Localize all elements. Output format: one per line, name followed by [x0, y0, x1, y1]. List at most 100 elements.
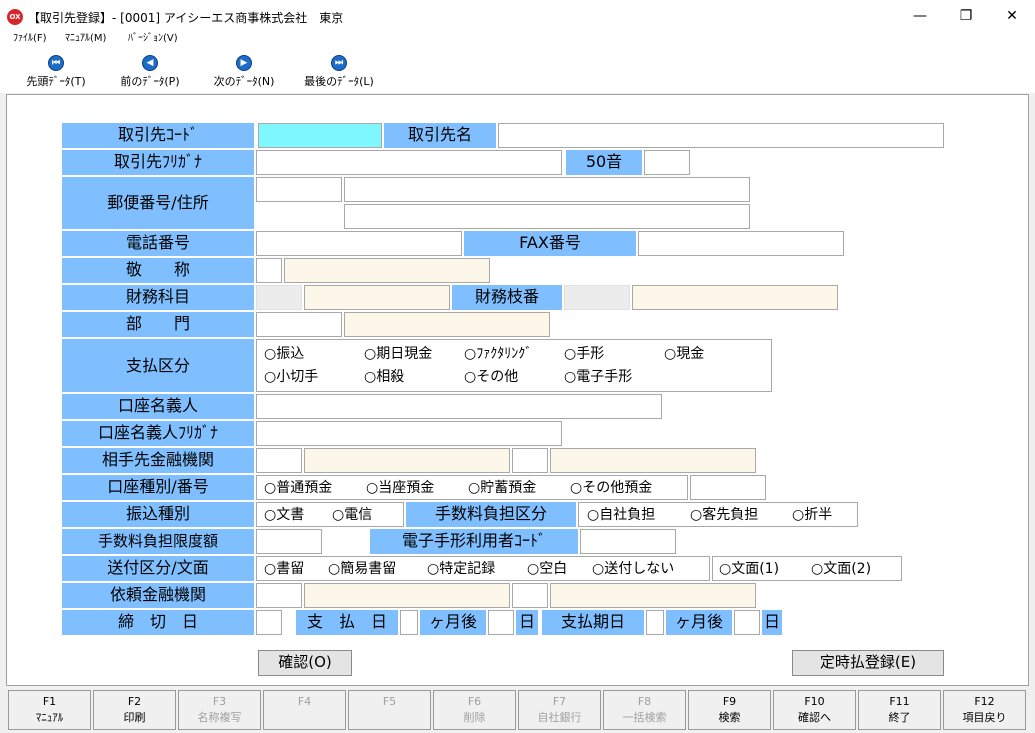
tel-input[interactable] [256, 231, 462, 256]
label-code: 取引先ｺｰﾄﾞ [62, 123, 254, 148]
payment-radio-ebill[interactable]: ○電子手形 [564, 369, 633, 385]
payment-type-group [256, 339, 772, 392]
label-pay-due: 支払期日 [542, 610, 644, 635]
payment-radio-cash[interactable]: ○現金 [664, 346, 705, 362]
account-radio-ordinary[interactable]: ○普通預金 [264, 480, 333, 496]
menu-file[interactable]: ﾌｧｲﾙ(F) [13, 33, 47, 44]
fee-radio-split[interactable]: ○折半 [792, 507, 833, 523]
account-radio-savings[interactable]: ○貯蓄預金 [468, 480, 537, 496]
account-number-input[interactable] [690, 475, 766, 500]
last-record-button[interactable]: ⏭ 最後のﾃﾞｰﾀ(L) [296, 51, 382, 91]
f4-button[interactable]: F4 [263, 690, 346, 730]
fee-burden-group [578, 502, 858, 527]
prev-record-icon: ◀ [142, 55, 158, 71]
label-fee-limit: 手数料負担限度額 [62, 529, 254, 554]
fax-input[interactable] [638, 231, 844, 256]
due-month-input[interactable] [646, 610, 664, 635]
last-record-icon: ⏭ [331, 55, 347, 71]
closing-day-input[interactable] [256, 610, 282, 635]
transfer-radio-document[interactable]: ○文書 [264, 507, 305, 523]
payment-radio-other[interactable]: ○その他 [464, 369, 519, 385]
f5-button[interactable]: F5 [348, 690, 431, 730]
menu-manual[interactable]: ﾏﾆｭｱﾙ(M) [65, 33, 107, 44]
first-record-button[interactable]: ⏮ 先頭ﾃﾞｰﾀ(T) [18, 51, 94, 91]
payment-radio-bill[interactable]: ○手形 [564, 346, 605, 362]
send-radio-registered[interactable]: ○書留 [264, 561, 305, 577]
payment-radio-transfer[interactable]: ○振込 [264, 346, 305, 362]
honorific-name-field [284, 258, 490, 283]
code-input[interactable] [258, 123, 382, 148]
first-record-icon: ⏮ [48, 55, 64, 71]
fee-limit-input[interactable] [256, 529, 322, 554]
f9-label: 検索 [718, 711, 741, 724]
enote-code-input[interactable] [580, 529, 676, 554]
menu-version[interactable]: ﾊﾞｰｼﾞｮﾝ(V) [128, 33, 178, 44]
f7-label: 自社銀行 [537, 711, 582, 724]
bank-code-input[interactable] [256, 448, 302, 473]
gojuon-input[interactable] [644, 150, 690, 175]
fee-radio-company[interactable]: ○自社負担 [587, 507, 656, 523]
account-code-input[interactable] [256, 285, 302, 310]
window-title: 【取引先登録】- [0001] アイシーエス商事株式会社 東京 [28, 11, 344, 25]
fee-radio-customer[interactable]: ○客先負担 [690, 507, 759, 523]
account-holder-input[interactable] [256, 394, 662, 419]
postal-code-input[interactable] [256, 177, 342, 202]
periodic-payment-button[interactable]: 定時払登録(E) [792, 650, 944, 676]
confirm-button[interactable]: 確認(O) [258, 650, 352, 676]
request-branch-code-input[interactable] [512, 583, 548, 608]
transfer-radio-telegraph[interactable]: ○電信 [332, 507, 373, 523]
letter-radio-1[interactable]: ○文面(1) [719, 561, 780, 577]
payment-radio-offset[interactable]: ○相殺 [364, 369, 405, 385]
transfer-type-group [256, 502, 404, 527]
f1-key: F1 [42, 695, 57, 708]
request-bank-code-input[interactable] [256, 583, 302, 608]
due-day-input[interactable] [734, 610, 760, 635]
label-payment-type: 支払区分 [62, 339, 254, 392]
pay-month-input[interactable] [400, 610, 418, 635]
label-request-bank: 依頼金融機関 [62, 583, 254, 608]
payment-radio-cash-due[interactable]: ○期日現金 [364, 346, 433, 362]
payment-radio-check[interactable]: ○小切手 [264, 369, 319, 385]
prev-record-button[interactable]: ◀ 前のﾃﾞｰﾀ(P) [112, 51, 188, 91]
name-input[interactable] [498, 123, 944, 148]
send-radio-blank[interactable]: ○空白 [527, 561, 568, 577]
label-bank: 相手先金融機関 [62, 448, 254, 473]
title-bar: OX 【取引先登録】- [0001] アイシーエス商事株式会社 東京 — ❐ ✕ [0, 0, 1035, 32]
account-holder-kana-input[interactable] [256, 421, 562, 446]
letter-radio-2[interactable]: ○文面(2) [811, 561, 872, 577]
dept-code-input[interactable] [256, 312, 342, 337]
last-record-label: 最後のﾃﾞｰﾀ(L) [304, 75, 374, 88]
payment-radio-factoring[interactable]: ○ﾌｧｸﾀﾘﾝｸﾞ [464, 346, 533, 362]
send-radio-simple-registered[interactable]: ○簡易書留 [328, 561, 397, 577]
next-record-button[interactable]: ▶ 次のﾃﾞｰﾀ(N) [206, 51, 282, 91]
minimize-icon[interactable]: — [913, 8, 927, 24]
prev-record-label: 前のﾃﾞｰﾀ(P) [120, 75, 180, 88]
letter-group [712, 556, 902, 581]
address1-input[interactable] [344, 177, 750, 202]
label-honorific: 敬 称 [62, 258, 254, 283]
f10-key: F10 [804, 695, 825, 708]
branch-code-input[interactable] [512, 448, 548, 473]
honorific-code-input[interactable] [256, 258, 282, 283]
address2-input[interactable] [344, 204, 750, 229]
kana-input[interactable] [256, 150, 562, 175]
pay-day-input[interactable] [488, 610, 514, 635]
send-radio-tracked[interactable]: ○特定記録 [427, 561, 496, 577]
subaccount-code-input[interactable] [564, 285, 630, 310]
close-icon[interactable]: ✕ [1006, 8, 1018, 24]
account-radio-checking[interactable]: ○当座預金 [366, 480, 435, 496]
send-radio-none[interactable]: ○送付しない [592, 561, 675, 577]
label-account-holder: 口座名義人 [62, 394, 254, 419]
restore-icon[interactable]: ❐ [959, 8, 973, 24]
account-radio-other[interactable]: ○その他預金 [570, 480, 653, 496]
